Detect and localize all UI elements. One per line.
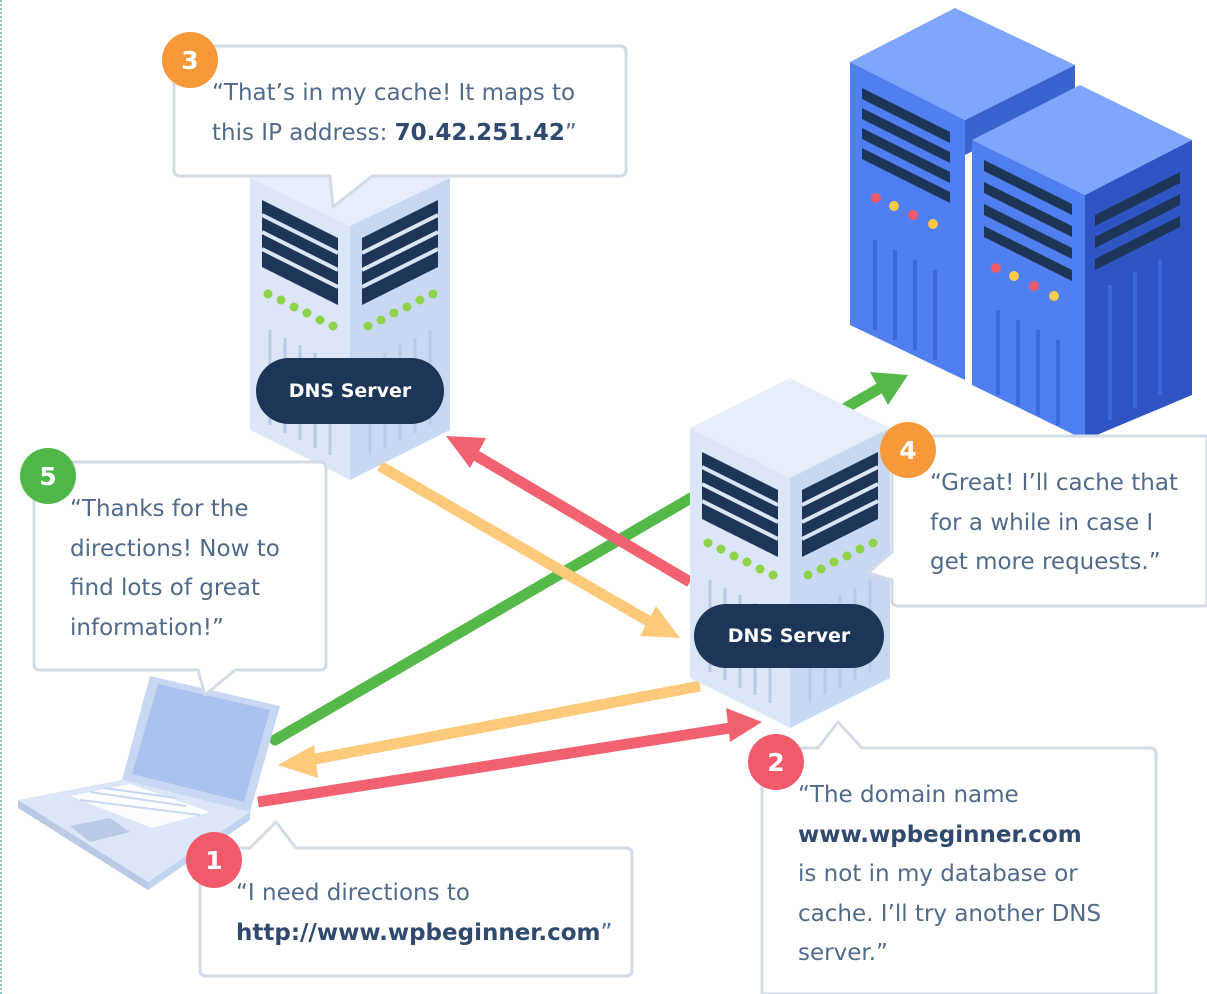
bubble-4-line-2: for a while in case I — [930, 509, 1154, 536]
bubble-1-line-1: “I need directions to — [236, 880, 470, 906]
step-4-badge: 4 — [880, 422, 936, 478]
middle-dns-server-label: DNS Server — [694, 604, 884, 668]
bubble-5-line-2: directions! Now to — [70, 535, 280, 562]
bubble-4-text: “Great! I’ll cache that for a while in c… — [930, 464, 1178, 583]
bubble-3-line-2: this IP address: 70.42.251.42” — [212, 114, 577, 154]
left-dotted-border — [0, 0, 8, 994]
bubble-2-line-5: server.” — [798, 940, 888, 966]
response-arrow-middle-to-laptop — [278, 680, 702, 778]
requested-url: http://www.wpbeginner.com — [236, 919, 601, 946]
web-server-racks-icon — [850, 8, 1192, 440]
bubble-3-line-1: “That’s in my cache! It maps to — [212, 80, 576, 106]
bubble-2-text: “The domain name www.wpbeginner.com is n… — [798, 776, 1101, 974]
request-arrow-laptop-to-middle — [257, 708, 762, 808]
step-3-badge: 3 — [162, 32, 218, 88]
bubble-2-line-3: is not in my database or — [798, 861, 1078, 887]
bubble-1-line-2: http://www.wpbeginner.com” — [236, 914, 612, 954]
bubble-5-line-4: information!” — [70, 614, 224, 641]
bubble-2-line-4: cache. I’ll try another DNS — [798, 900, 1102, 927]
bubble-1-suffix: ” — [600, 919, 613, 946]
step-5-badge: 5 — [20, 448, 76, 504]
middle-dns-server-icon — [690, 378, 890, 728]
bubble-5-line-3: find lots of great — [70, 575, 261, 601]
bubble-5-line-1: “Thanks for the — [70, 496, 249, 522]
response-arrow-top-to-middle — [377, 461, 680, 638]
step-1-badge: 1 — [186, 832, 242, 888]
bubble-1-text: “I need directions to http://www.wpbegin… — [236, 874, 612, 953]
bubble-4-line-1: “Great! I’ll cache that — [930, 470, 1178, 496]
laptop-icon — [18, 676, 280, 890]
bubble-2-line-1: “The domain name — [798, 782, 1019, 808]
step-2-badge: 2 — [748, 734, 804, 790]
bubble-4-line-3: get more requests.” — [930, 549, 1161, 575]
top-dns-server-label: DNS Server — [256, 358, 444, 424]
request-arrow-middle-to-top — [446, 436, 693, 587]
bubble-3-prefix: this IP address: — [212, 119, 395, 146]
bubble-2-domain: www.wpbeginner.com — [798, 816, 1101, 856]
bubble-3-text: “That’s in my cache! It maps to this IP … — [212, 74, 577, 153]
domain-name: www.wpbeginner.com — [798, 821, 1082, 848]
ip-address: 70.42.251.42 — [394, 119, 565, 146]
bubble-3-suffix: ” — [564, 119, 577, 146]
bubble-5-text: “Thanks for the directions! Now to find … — [70, 490, 280, 648]
